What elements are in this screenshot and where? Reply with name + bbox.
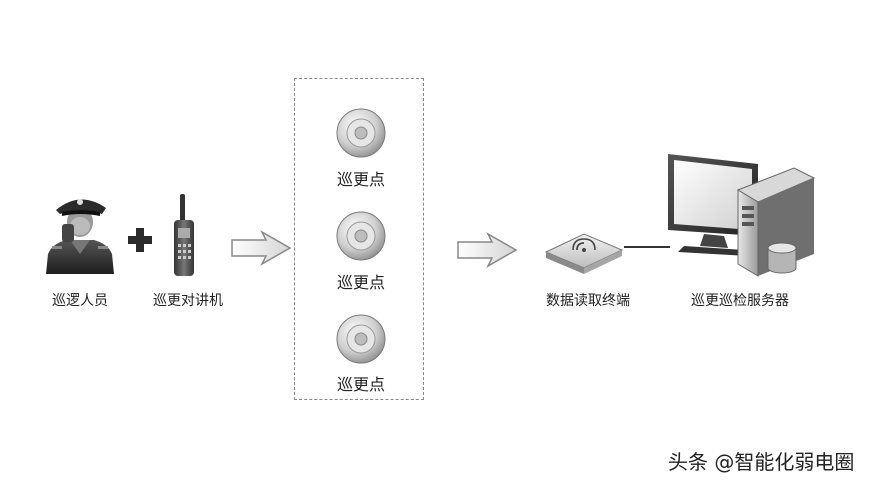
checkpoint-disc-icon <box>336 211 386 261</box>
checkpoint-disc-icon <box>336 108 386 158</box>
plus-icon <box>128 228 152 252</box>
reader-terminal-icon <box>544 233 624 274</box>
walkie-talkie-label: 巡更对讲机 <box>153 293 223 309</box>
checkpoint-label-1: 巡更点 <box>336 170 385 189</box>
server-label: 巡更巡检服务器 <box>691 293 789 309</box>
reader-label: 数据读取终端 <box>546 293 630 309</box>
patrol-person-label: 巡逻人员 <box>52 293 108 309</box>
checkpoint-disc-icon <box>336 314 386 364</box>
arrow-right-icon <box>231 230 292 266</box>
walkie-talkie-icon <box>174 194 194 276</box>
checkpoint-label-2: 巡更点 <box>336 273 385 292</box>
arrow-right-icon <box>457 232 518 268</box>
watermark: 头条 @智能化弱电圈 <box>668 450 855 474</box>
connector-line <box>624 246 670 248</box>
checkpoint-label-3: 巡更点 <box>336 375 385 394</box>
server-computer-icon <box>668 154 816 277</box>
security-guard-icon <box>46 199 114 274</box>
checkpoint-group <box>294 78 424 400</box>
